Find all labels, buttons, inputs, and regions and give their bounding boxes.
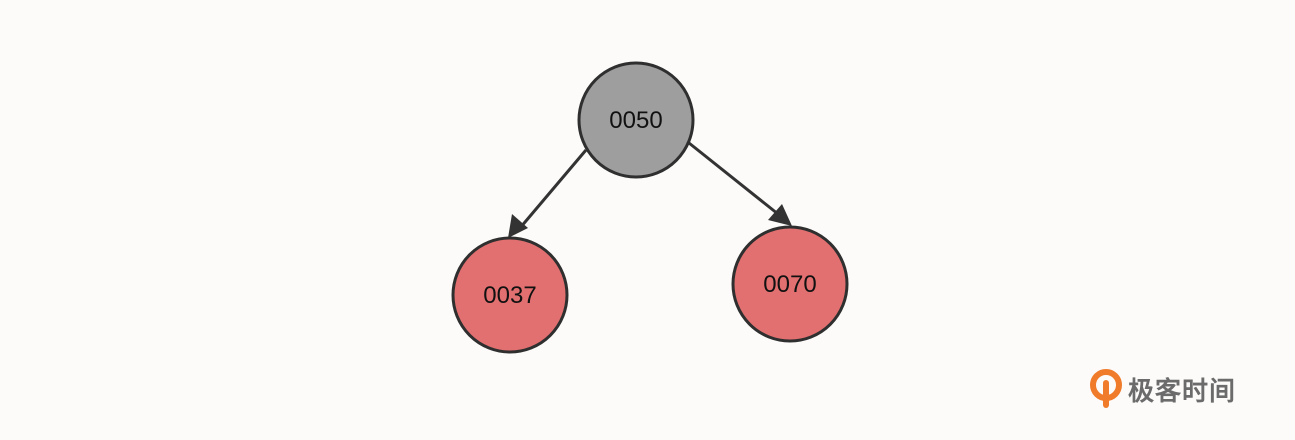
watermark-text: 极客时间 — [1128, 376, 1237, 407]
node-0050: 0050 — [577, 61, 695, 179]
node-0037-label: 0037 — [483, 282, 536, 309]
node-0070: 0070 — [731, 225, 849, 343]
node-0037-circle — [451, 236, 569, 354]
arrowhead-0070 — [768, 204, 792, 226]
node-0050-label: 0050 — [609, 107, 662, 134]
node-0070-label: 0070 — [763, 271, 816, 298]
node-0070-circle — [731, 225, 849, 343]
arrowhead-0037 — [508, 214, 528, 238]
node-0037: 0037 — [451, 236, 569, 354]
node-0050-circle — [577, 61, 695, 179]
geektime-logo-icon — [1090, 369, 1122, 408]
edge-0050-to-0070 — [688, 141, 779, 216]
watermark: 极客时间 — [1090, 368, 1236, 410]
edge-0050-to-0037 — [518, 149, 588, 229]
